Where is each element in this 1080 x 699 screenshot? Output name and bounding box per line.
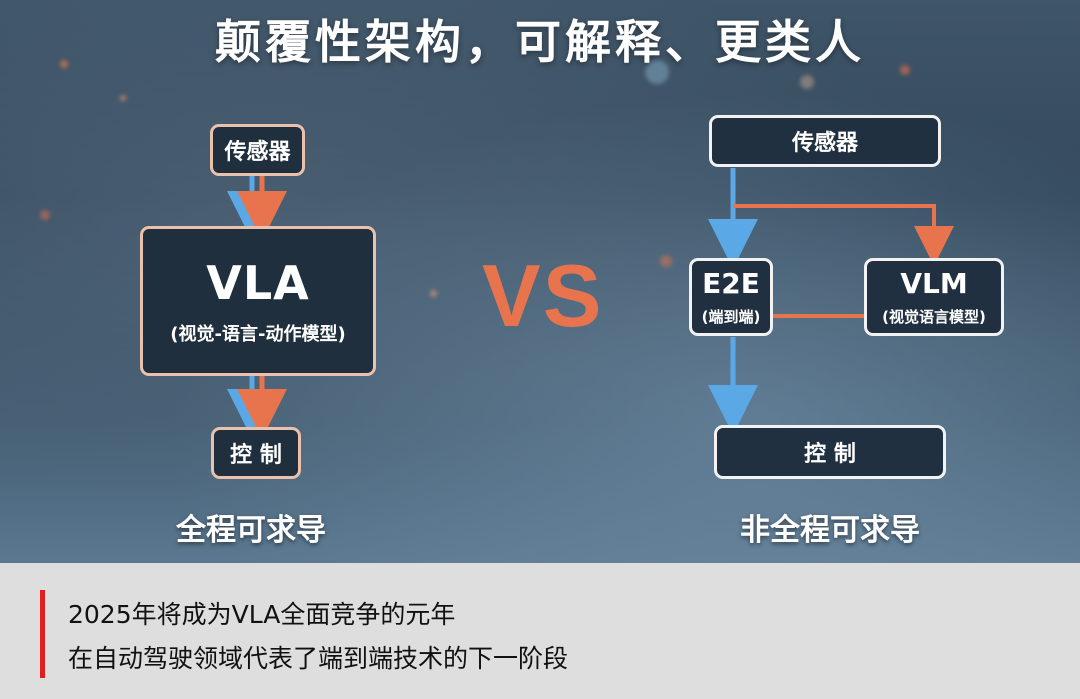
right-sensor-label: 传感器 [791, 131, 858, 156]
footer-line-2: 在自动驾驶领域代表了端到端技术的下一阶段 [68, 644, 569, 673]
footer-line-1: 2025年将成为VLA全面竞争的元年 [68, 600, 456, 629]
vs-label: VS [482, 246, 604, 345]
glow-decoration [900, 65, 910, 75]
vla-subtitle: (视觉-语言-动作模型) [170, 324, 346, 345]
left-control-label: 控 制 [230, 443, 282, 468]
left-caption: 全程可求导 [176, 513, 326, 548]
footer-accent-bar [40, 590, 45, 678]
left-sensor-box: 传感器 [210, 124, 305, 176]
vla-box: VLA (视觉-语言-动作模型) [140, 226, 376, 376]
vlm-title: VLM [900, 267, 968, 300]
caption-footer: 2025年将成为VLA全面竞争的元年 在自动驾驶领域代表了端到端技术的下一阶段 [0, 563, 1080, 699]
left-control-box: 控 制 [211, 427, 301, 479]
diagram-arrows [227, 168, 954, 439]
glow-decoration [40, 210, 50, 220]
vlm-box: VLM (视觉语言模型) [864, 258, 1004, 336]
glow-decoration [645, 60, 669, 84]
glow-decoration [660, 255, 672, 267]
glow-decoration [800, 75, 814, 89]
e2e-title: E2E [702, 267, 760, 300]
diagram-stage: 颠覆性架构，可解释、更类人 传感器 VLA (视觉-语言-动作模型) 控 制 全… [0, 0, 1080, 563]
right-control-label: 控 制 [804, 442, 856, 467]
glow-decoration [430, 290, 437, 297]
glow-decoration [60, 60, 68, 68]
e2e-box: E2E (端到端) [689, 258, 773, 336]
arrow-sensor-to-vlm [733, 204, 954, 266]
e2e-subtitle: (端到端) [701, 308, 761, 326]
vlm-subtitle: (视觉语言模型) [882, 308, 986, 326]
right-caption: 非全程可求导 [740, 513, 920, 548]
right-sensor-box: 传感器 [709, 115, 941, 167]
page-title: 颠覆性架构，可解释、更类人 [215, 15, 865, 69]
glow-decoration [120, 95, 126, 101]
vla-title: VLA [206, 256, 310, 310]
right-control-box: 控 制 [714, 425, 946, 479]
left-sensor-label: 传感器 [224, 140, 291, 165]
